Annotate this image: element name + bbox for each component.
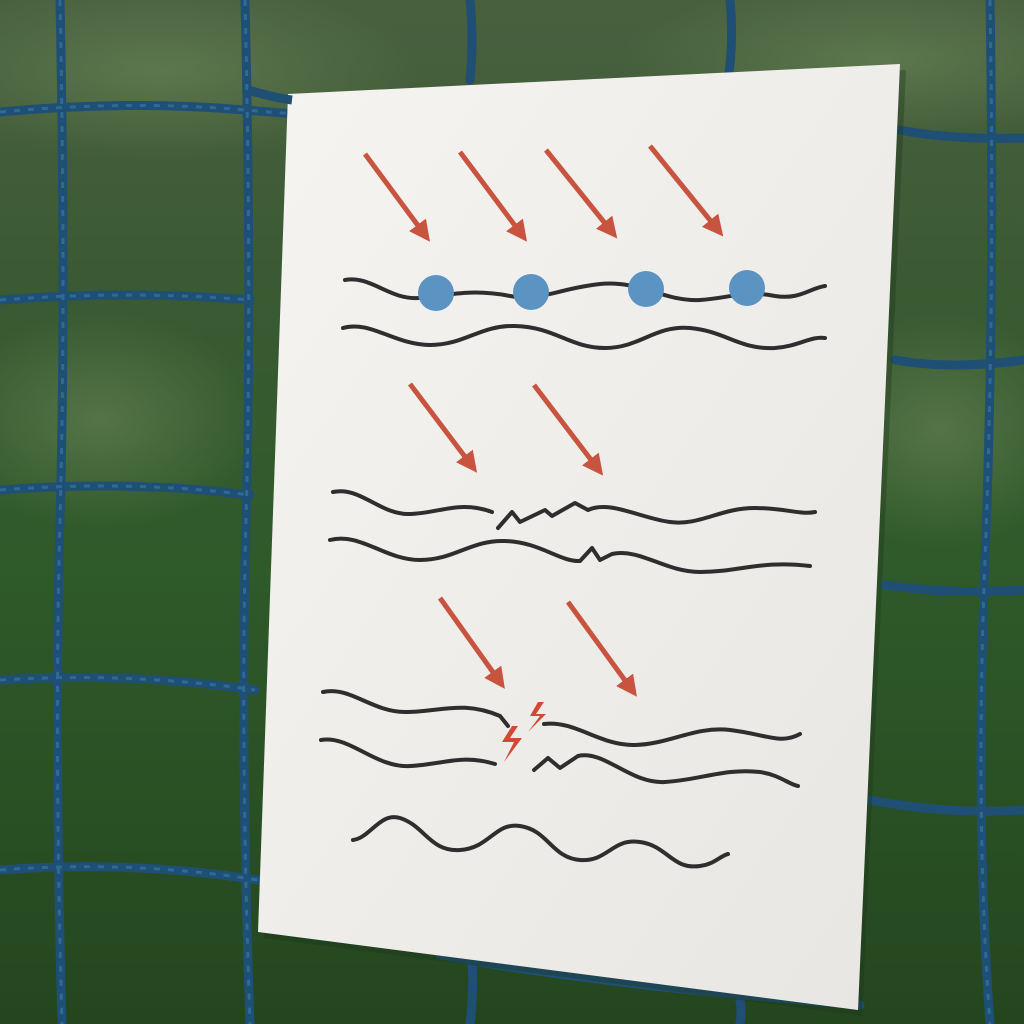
molecule-dot xyxy=(513,274,549,310)
molecule-dot xyxy=(628,271,664,307)
panel-1 xyxy=(341,144,827,351)
panel-2 xyxy=(328,382,817,574)
dna-strands xyxy=(328,489,817,574)
panel-3 xyxy=(319,596,802,869)
spark-icon xyxy=(502,726,522,762)
uv-arrows xyxy=(437,596,637,697)
molecule-dot xyxy=(729,270,765,306)
spark-icon xyxy=(528,702,546,732)
repaired-strand xyxy=(351,815,730,869)
molecule-dot xyxy=(418,275,454,311)
uv-arrows xyxy=(408,382,604,476)
uv-arrows xyxy=(362,144,724,242)
dna-strands xyxy=(319,689,802,788)
paper-card xyxy=(258,64,900,1010)
dna-strands xyxy=(341,277,827,351)
break-sparks xyxy=(502,702,546,762)
bound-molecules xyxy=(418,270,765,311)
rope-net-highlight xyxy=(0,0,994,1024)
rope-net-front xyxy=(246,85,293,105)
